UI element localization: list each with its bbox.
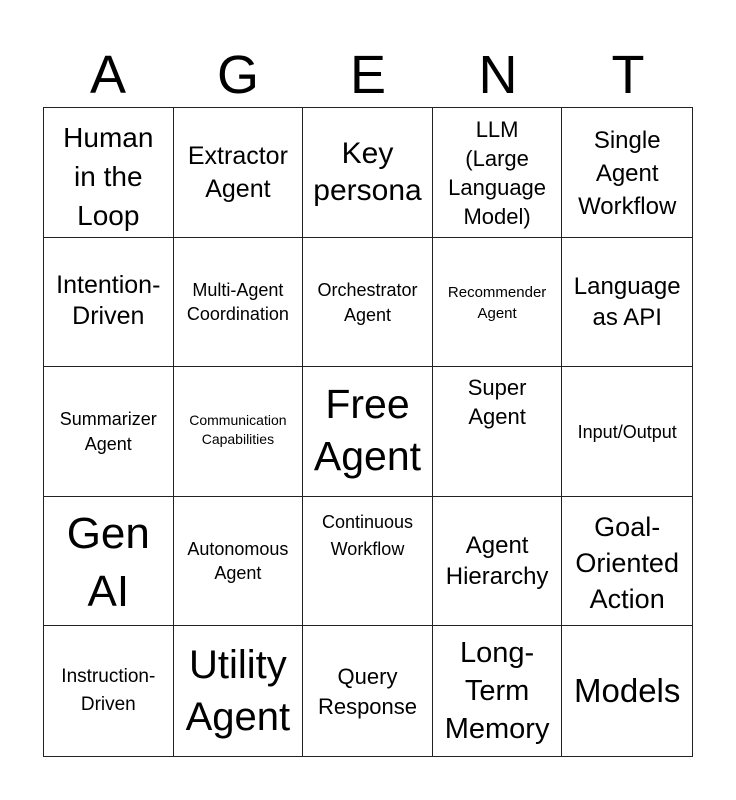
cell-label: Autonomous Agent xyxy=(187,538,289,583)
cell-label: Recommender Agent xyxy=(447,283,547,322)
cell-label: Key persona xyxy=(313,137,422,207)
cell-label: Agent Hierarchy xyxy=(445,531,549,590)
bingo-card: Human in the Loop Extractor Agent Key pe… xyxy=(43,107,693,757)
bingo-cell free-space[interactable]: Free Agent xyxy=(303,367,433,497)
cell-label: Instruction- Driven xyxy=(61,666,156,716)
bingo-cell[interactable]: Long- Term Memory xyxy=(433,626,563,756)
bingo-cell[interactable]: Recommender Agent xyxy=(432,237,563,368)
bingo-cell[interactable]: Communication Capabilities xyxy=(173,367,304,497)
cell-label: Gen AI xyxy=(66,508,150,616)
bingo-cell[interactable]: Continuous Workflow xyxy=(303,496,433,627)
bingo-cell[interactable]: Models xyxy=(562,626,692,756)
cell-label: Free Agent xyxy=(313,381,422,480)
header-letter-g: G xyxy=(216,45,259,105)
cell-label: Super Agent xyxy=(467,375,527,430)
header-letter-n: N xyxy=(478,45,518,105)
bingo-cell[interactable]: Extractor Agent xyxy=(173,108,304,238)
cell-label: Communication Capabilities xyxy=(189,412,287,448)
bingo-cell[interactable]: Agent Hierarchy xyxy=(432,496,563,627)
bingo-cell[interactable]: Intention- Driven xyxy=(44,237,174,368)
bingo-cell[interactable]: Instruction- Driven xyxy=(44,626,174,756)
bingo-cell[interactable]: Multi-Agent Coordination xyxy=(173,237,304,368)
bingo-cell[interactable]: Query Response xyxy=(303,626,433,756)
cell-label: Extractor Agent xyxy=(187,142,288,203)
header-letter-e: E xyxy=(349,45,387,105)
bingo-cell[interactable]: Orchestrator Agent xyxy=(303,237,433,368)
cell-label: Multi-Agent Coordination xyxy=(186,279,289,324)
bingo-cell[interactable]: Input/Output xyxy=(562,367,692,497)
bingo-cell[interactable]: Gen AI xyxy=(44,496,174,627)
bingo-cell[interactable]: LLM (Large Language Model) xyxy=(432,108,563,238)
header-letter-a: A xyxy=(89,45,127,105)
bingo-cell[interactable]: Summarizer Agent xyxy=(44,367,174,497)
cell-label: Models xyxy=(574,672,681,710)
bingo-cell[interactable]: Autonomous Agent xyxy=(173,496,304,627)
cell-label: Query Response xyxy=(317,664,418,720)
cell-label: Long- Term Memory xyxy=(444,637,550,746)
bingo-cell[interactable]: Language as API xyxy=(562,238,692,368)
cell-label: Continuous Workflow xyxy=(321,511,414,559)
cell-label: Single Agent Workflow xyxy=(578,127,677,220)
cell-label: Orchestrator Agent xyxy=(317,279,418,325)
bingo-cell[interactable]: Super Agent xyxy=(432,367,563,497)
cell-label: Intention- Driven xyxy=(56,270,161,330)
bingo-header: A G E N T xyxy=(43,45,693,105)
bingo-cell[interactable]: Goal- Oriented Action xyxy=(562,497,692,627)
cell-label: Summarizer Agent xyxy=(59,409,157,455)
bingo-cell[interactable]: Single Agent Workflow xyxy=(562,108,692,238)
cell-label: Human in the Loop xyxy=(63,122,154,231)
cell-label: Utility Agent xyxy=(185,643,291,740)
cell-label: LLM (Large Language Model) xyxy=(448,117,547,229)
bingo-cell[interactable]: Key persona xyxy=(303,108,433,238)
bingo-cell[interactable]: Utility Agent xyxy=(174,626,304,756)
bingo-cell[interactable]: Human in the Loop xyxy=(44,108,174,238)
cell-label: Goal- Oriented Action xyxy=(575,511,679,614)
cell-label: Input/Output xyxy=(577,422,677,443)
cell-label: Language as API xyxy=(573,272,681,331)
header-letter-t: T xyxy=(611,45,645,105)
